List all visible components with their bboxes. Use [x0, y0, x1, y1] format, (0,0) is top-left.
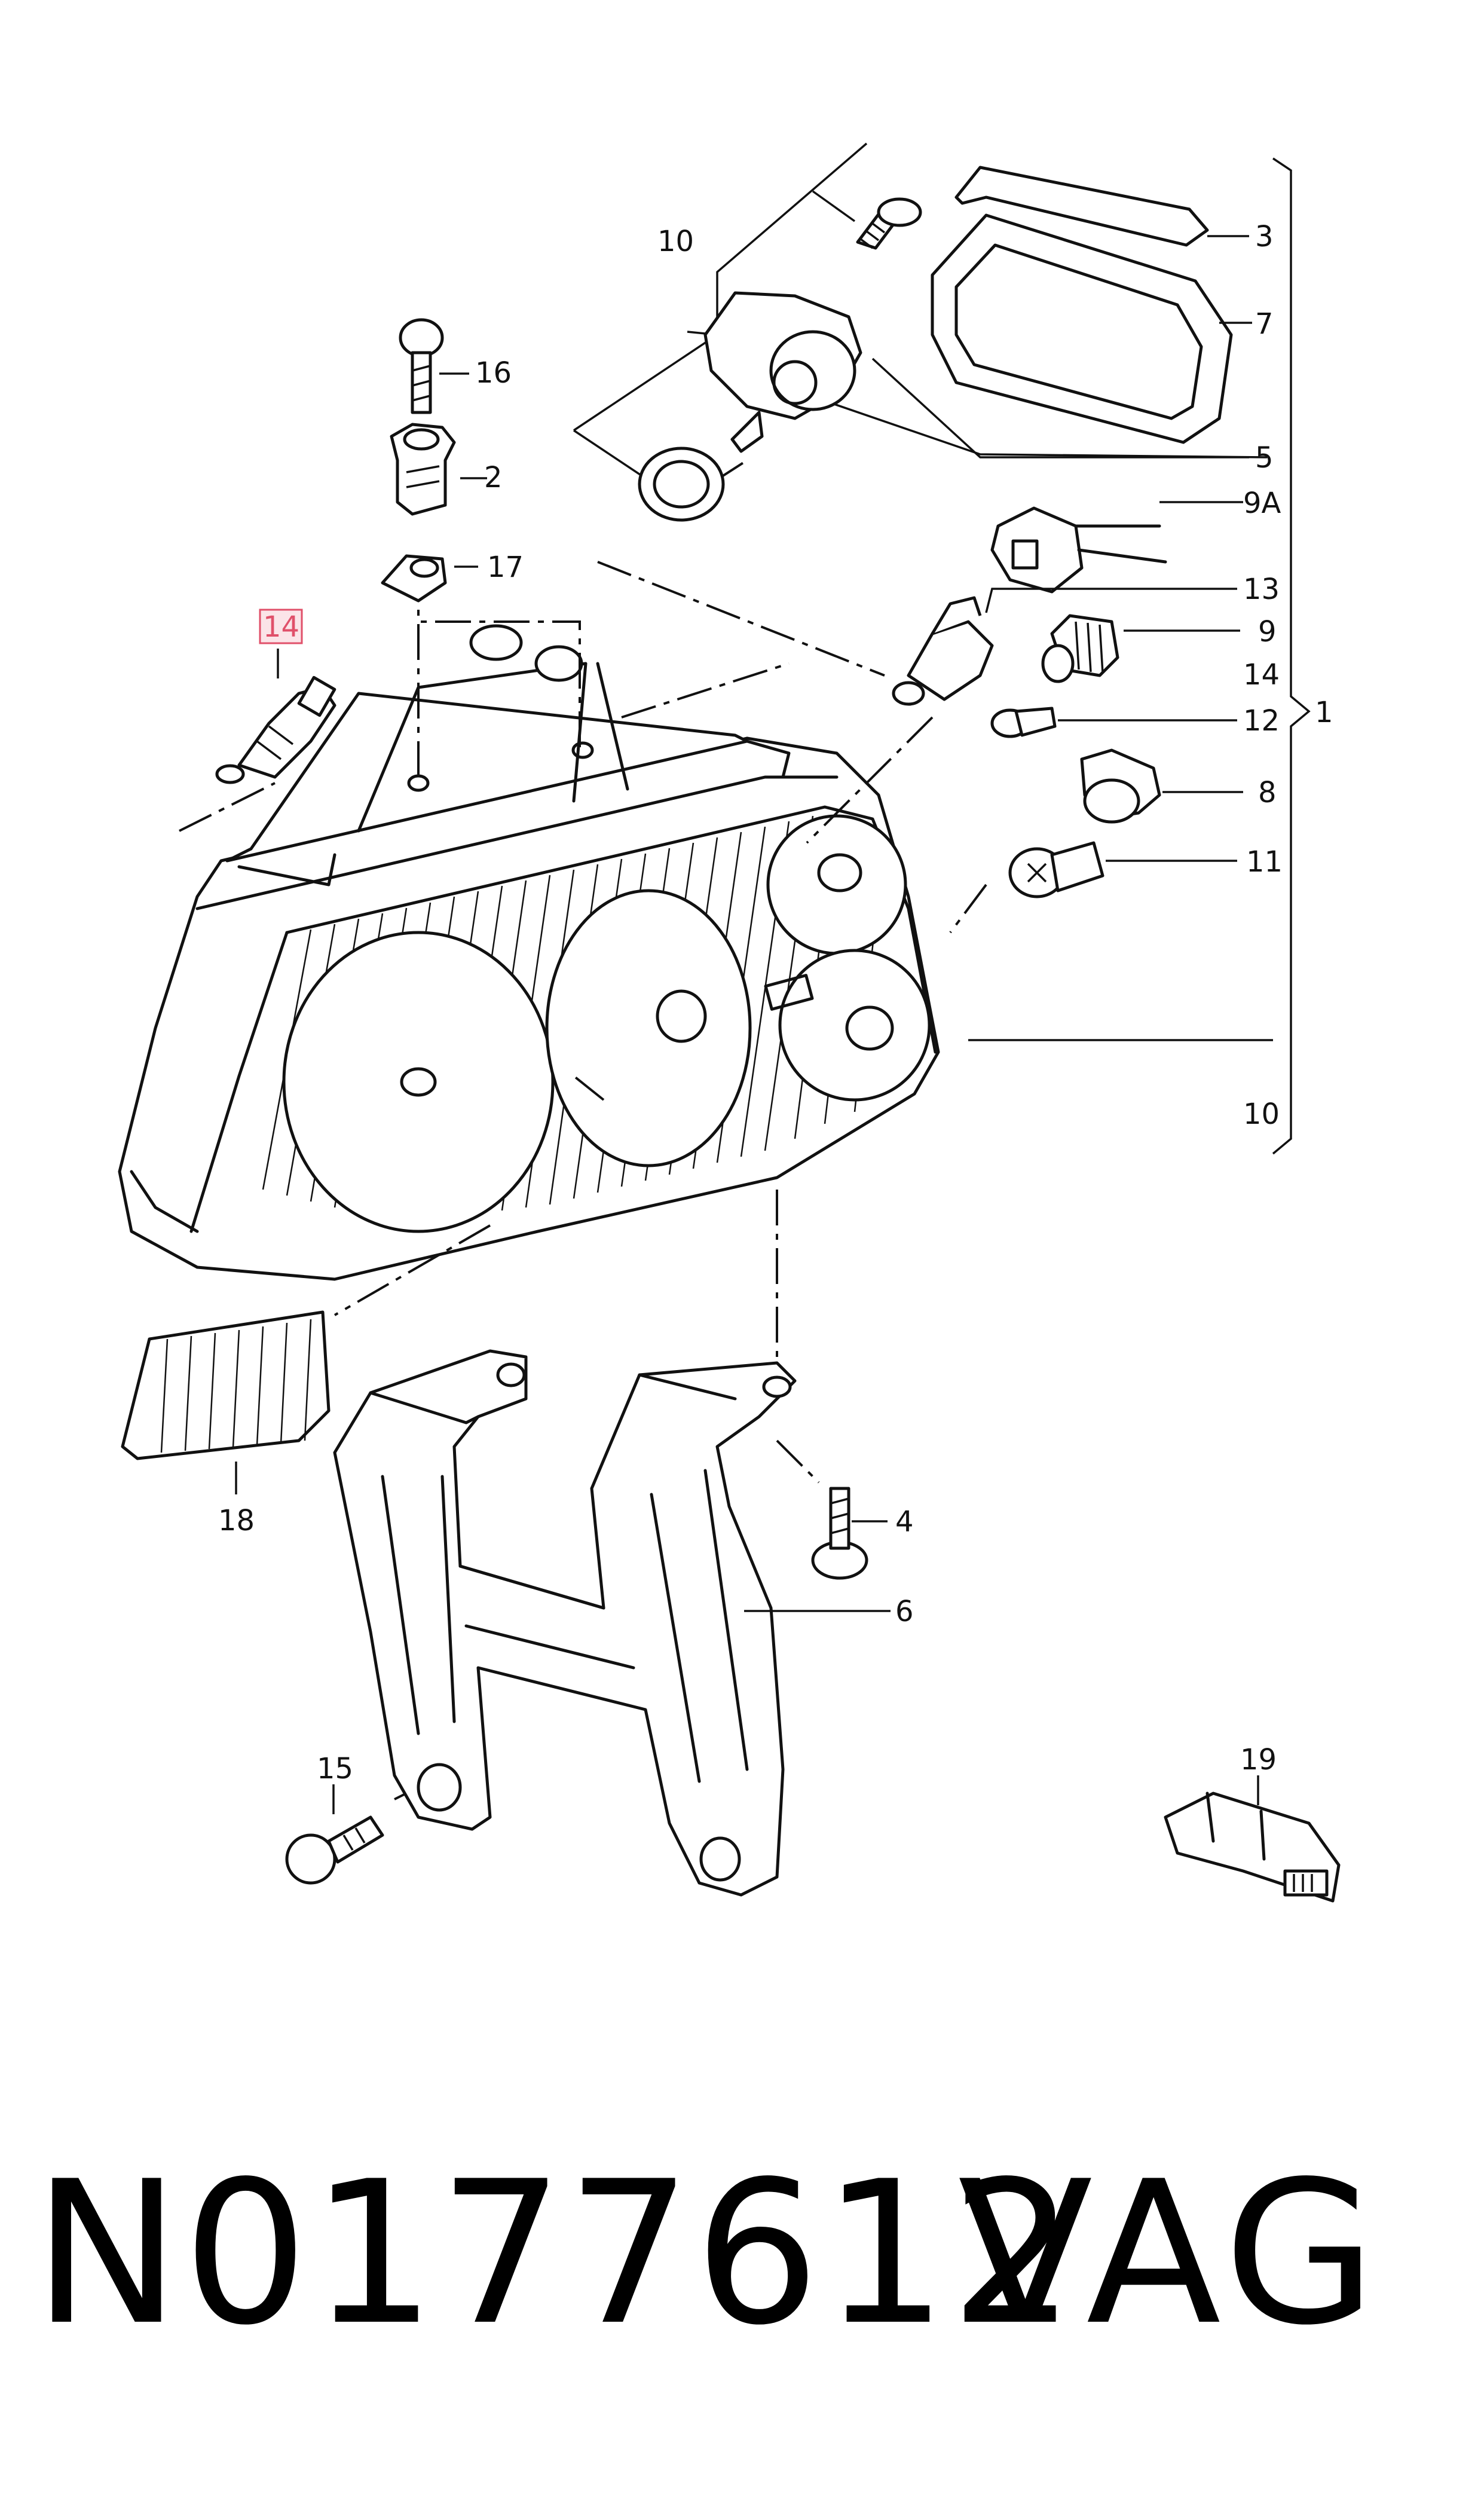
reflector-18 — [121, 1310, 331, 1460]
assembly-brace — [1272, 157, 1311, 1155]
callout-4: 4 — [895, 1505, 914, 1539]
callout-7: 7 — [1255, 307, 1274, 341]
seal-and-clip — [931, 166, 1233, 444]
callout-18: 18 — [218, 1504, 255, 1537]
callout-17: 17 — [487, 551, 524, 584]
callout-9a: 9A — [1243, 487, 1281, 520]
bulb-11 — [1008, 841, 1104, 898]
callout-9: 9 — [1258, 615, 1277, 649]
brand-name: VAG — [957, 2139, 1382, 2368]
bulb-13 — [892, 596, 994, 706]
bulb-14 — [215, 675, 336, 784]
part-number: N0177612 — [33, 2139, 1078, 2368]
callout-14-highlight: 14 — [263, 610, 299, 644]
callout-12: 12 — [1243, 704, 1280, 738]
clip-17 — [381, 554, 447, 603]
mounting-bracket-6 — [333, 1349, 797, 1897]
callout-5: 5 — [1255, 441, 1274, 475]
callout-6: 6 — [895, 1595, 914, 1628]
footer: N0177612 VAG — [0, 2128, 1484, 2379]
screw-15 — [285, 1815, 384, 1885]
headlight-housing — [118, 624, 940, 1281]
callout-8: 8 — [1258, 776, 1277, 809]
callout-1: 1 — [1315, 696, 1333, 729]
callout-15: 15 — [317, 1752, 353, 1786]
callout-2: 2 — [484, 461, 503, 494]
screw-16 — [399, 318, 444, 414]
clip-19 — [1164, 1792, 1341, 1903]
bulb-socket-9 — [1041, 614, 1119, 683]
screw-4 — [811, 1487, 868, 1580]
callout-14-highlight-box — [259, 609, 303, 644]
connector-plug — [990, 506, 1167, 594]
callout-10-top: 10 — [657, 225, 694, 258]
callout-11: 11 — [1246, 845, 1283, 879]
headlight-adjuster-motor — [638, 197, 922, 522]
callout-19: 19 — [1240, 1743, 1277, 1777]
callout-16: 16 — [475, 356, 512, 390]
callout-14-right: 14 — [1243, 658, 1280, 692]
callout-leaders — [235, 235, 1259, 1814]
bulb-holder-8 — [1080, 748, 1161, 824]
callout-3: 3 — [1255, 220, 1274, 253]
callout-13: 13 — [1243, 573, 1280, 606]
callout-10-right: 10 — [1243, 1097, 1280, 1131]
bushing-2 — [390, 423, 456, 516]
bulb-12 — [990, 707, 1057, 738]
exploded-parts-diagram: 16 2 17 14 10 3 7 5 9A 13 9 14 12 1 8 11… — [118, 142, 1341, 1903]
callout-labels: 16 2 17 14 10 3 7 5 9A 13 9 14 12 1 8 11… — [218, 220, 1333, 1786]
